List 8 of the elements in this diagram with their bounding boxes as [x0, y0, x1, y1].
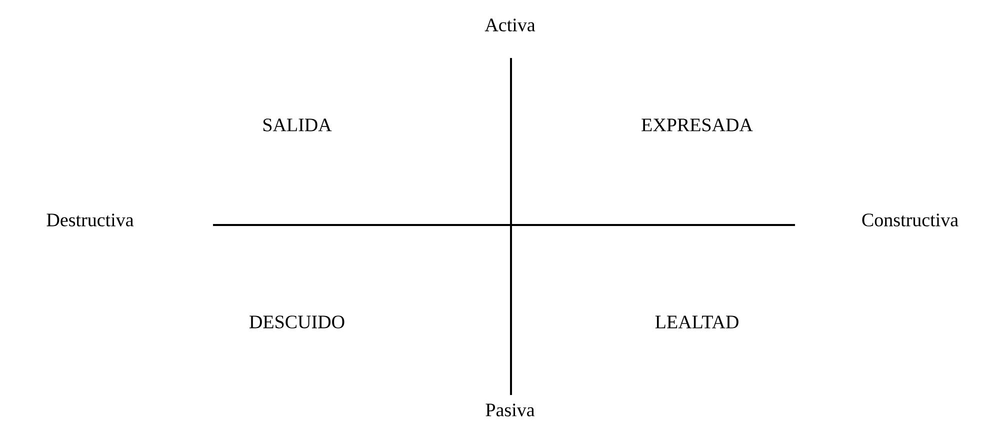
quadrant-label: DESCUIDO	[250, 316, 344, 328]
axis-label: Constructiva	[862, 214, 958, 226]
axis-label: Activa	[484, 18, 536, 32]
quadrant-label: SALIDA	[263, 118, 332, 132]
quadrant-label: LEALTAD	[655, 316, 738, 328]
axis-label: Destructiva	[46, 214, 134, 226]
axis-label: Pasiva	[486, 404, 535, 416]
quadrant-label: EXPRESADA	[642, 118, 753, 132]
